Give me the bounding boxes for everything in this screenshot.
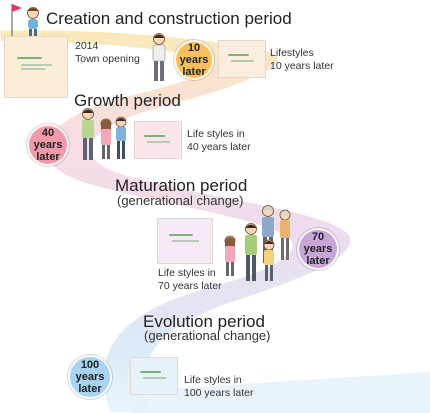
caption-line2: 70 years later (158, 279, 222, 292)
mascot-child-with-flag (11, 4, 39, 36)
milestone-100-years-caption: Life styles in 100 years later (184, 374, 253, 399)
milestone-badge-line2: later (306, 255, 330, 268)
road-evolution-band (130, 372, 430, 413)
brochure-thumbnail-10-years (218, 40, 266, 78)
flag-icon (12, 4, 22, 12)
milestone-70-years-badge: 70 years later (297, 228, 339, 270)
milestone-100-years-badge: 100 years later (68, 355, 112, 399)
caption-line1: Life styles in (158, 267, 216, 279)
family-figures-maturation (224, 205, 291, 281)
opening-caption: 2014 Town opening (75, 40, 140, 65)
brochure-thumbnail-70-years (157, 218, 213, 264)
opening-label: Town opening (75, 52, 140, 65)
caption-line2: 10 years later (270, 59, 334, 72)
milestone-badge-line1: 70 years (303, 230, 333, 255)
milestone-badge-line1: 100 years (75, 358, 105, 383)
milestone-40-years-badge: 40 years later (27, 124, 69, 166)
phase-creation-title: Creation and construction period (46, 9, 292, 28)
caption-line2: 40 years later (187, 140, 251, 153)
milestone-badge-line2: later (182, 66, 206, 79)
phase-evolution-subtitle: (generational change) (144, 328, 271, 343)
milestone-badge-line1: 40 years (33, 126, 63, 151)
opening-year: 2014 (75, 40, 99, 52)
milestone-70-years-caption: Life styles in 70 years later (158, 267, 222, 292)
brochure-thumbnail-40-years (134, 121, 182, 159)
brochure-thumbnail-2014 (4, 36, 68, 98)
phase-evolution-title: Evolution period (143, 312, 265, 331)
phase-maturation-title: Maturation period (115, 176, 248, 195)
phase-maturation-subtitle: (generational change) (117, 193, 244, 208)
brochure-thumbnail-100-years (130, 357, 178, 395)
milestone-10-years-badge: 10 years later (174, 40, 214, 80)
caption-line1: Life styles in (184, 374, 242, 386)
person-man-figure (152, 33, 166, 81)
caption-line1: Life styles in (187, 128, 245, 140)
caption-line2: 100 years later (184, 386, 254, 399)
phase-growth-title: Growth period (74, 91, 181, 110)
milestone-badge-line2: later (36, 151, 60, 164)
family-figures-growth (82, 108, 127, 160)
milestone-badge-line2: later (78, 383, 102, 396)
caption-line1: Lifestyles (270, 47, 314, 59)
milestone-10-years-caption: Lifestyles 10 years later (270, 47, 334, 72)
milestone-40-years-caption: Life styles in 40 years later (187, 128, 251, 153)
milestone-badge-line1: 10 years (179, 41, 209, 66)
